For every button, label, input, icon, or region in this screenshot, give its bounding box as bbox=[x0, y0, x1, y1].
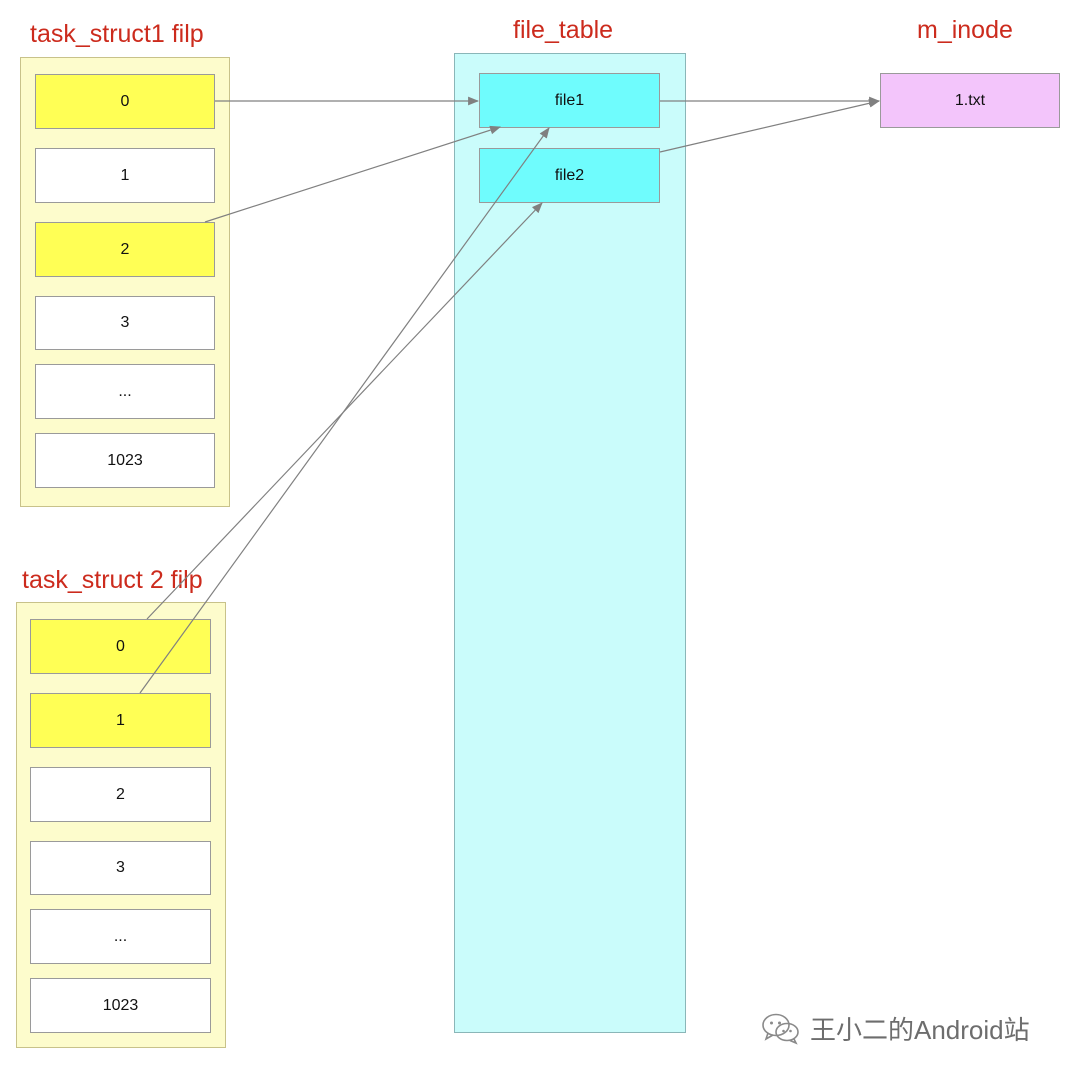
file1-entry: file1 bbox=[479, 73, 660, 128]
task1-fd-cell: ... bbox=[35, 364, 215, 419]
task2-fd-cell: 0 bbox=[30, 619, 211, 674]
file-table-title: file_table bbox=[513, 16, 614, 44]
inode-entry: 1.txt bbox=[880, 73, 1060, 128]
task1-fd-cell: 0 bbox=[35, 74, 215, 129]
task2-fd-cell: 1023 bbox=[30, 978, 211, 1033]
task1-fd-cell: 3 bbox=[35, 296, 215, 350]
watermark: 王小二的Android站 bbox=[760, 1008, 1030, 1048]
task2-fd-cell: 1 bbox=[30, 693, 211, 748]
task2-fd-cell: ... bbox=[30, 909, 211, 964]
watermark-text: 王小二的Android站 bbox=[810, 1014, 1030, 1045]
wechat-icon bbox=[762, 1013, 799, 1045]
task1-fd-cell: 1 bbox=[35, 148, 215, 203]
task-struct1-filp-title: task_struct1 filp bbox=[30, 20, 204, 48]
task2-fd-cell: 3 bbox=[30, 841, 211, 895]
task1-fd-cell: 1023 bbox=[35, 433, 215, 488]
file2-entry: file2 bbox=[479, 148, 660, 203]
task-struct2-filp-title: task_struct 2 filp bbox=[22, 566, 203, 594]
m-inode-title: m_inode bbox=[917, 16, 1013, 44]
task1-fd-cell: 2 bbox=[35, 222, 215, 277]
task2-fd-cell: 2 bbox=[30, 767, 211, 822]
arrow-file2-to-inode bbox=[659, 98, 881, 153]
